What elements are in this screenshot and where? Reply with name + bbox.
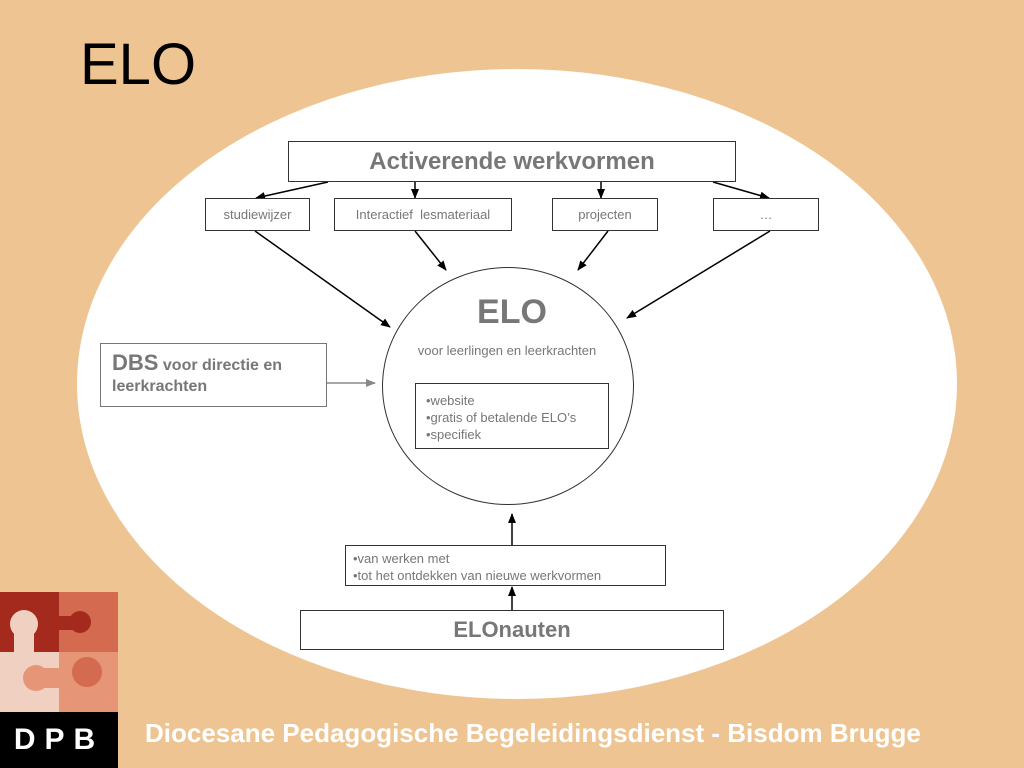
projecten-box: projecten bbox=[552, 198, 658, 231]
footer-organization: Diocesane Pedagogische Begeleidingsdiens… bbox=[145, 718, 921, 748]
elo-options-box: •website •gratis of betalende ELO’s •spe… bbox=[415, 383, 609, 449]
arrow-projecten-to-elo bbox=[577, 230, 609, 271]
arrow-lesmateriaal-to-elo bbox=[414, 230, 447, 271]
path-item: •tot het ontdekken van nieuwe werkvormen bbox=[353, 568, 602, 583]
activerende-werkvormen-box: Activerende werkvormen bbox=[288, 141, 736, 182]
arrow-studiewijzer-to-elo bbox=[254, 230, 391, 328]
arrow-top-to-studiewijzer bbox=[255, 181, 329, 200]
dbs-box: DBS voor directie en leerkrachten bbox=[100, 343, 327, 407]
dpb-logo-puzzle bbox=[0, 592, 118, 712]
werkvormen-path-box: •van werken met •tot het ontdekken van n… bbox=[345, 545, 666, 586]
elo-option: •gratis of betalende ELO’s bbox=[426, 410, 577, 425]
arrow-ellipsis-to-elo bbox=[626, 230, 771, 319]
elo-heading: ELO bbox=[477, 293, 547, 331]
interactief-lesmateriaal-box: Interactief lesmateriaal bbox=[334, 198, 512, 231]
dpb-logo-text: DPB bbox=[0, 712, 118, 768]
path-item: •van werken met bbox=[353, 551, 450, 566]
arrow-top-to-ellipsis bbox=[712, 181, 770, 200]
ellipsis-box: … bbox=[713, 198, 819, 231]
elonauten-box: ELOnauten bbox=[300, 610, 724, 650]
elo-option: •specifiek bbox=[426, 427, 482, 442]
dbs-description: voor directie en leerkrachten bbox=[112, 357, 283, 395]
dbs-label: DBS bbox=[112, 350, 159, 375]
elo-subtitle: voor leerlingen en leerkrachten bbox=[417, 343, 597, 358]
slide-title: ELO bbox=[80, 32, 197, 97]
elo-option: •website bbox=[426, 393, 475, 408]
studiewijzer-box: studiewijzer bbox=[205, 198, 310, 231]
